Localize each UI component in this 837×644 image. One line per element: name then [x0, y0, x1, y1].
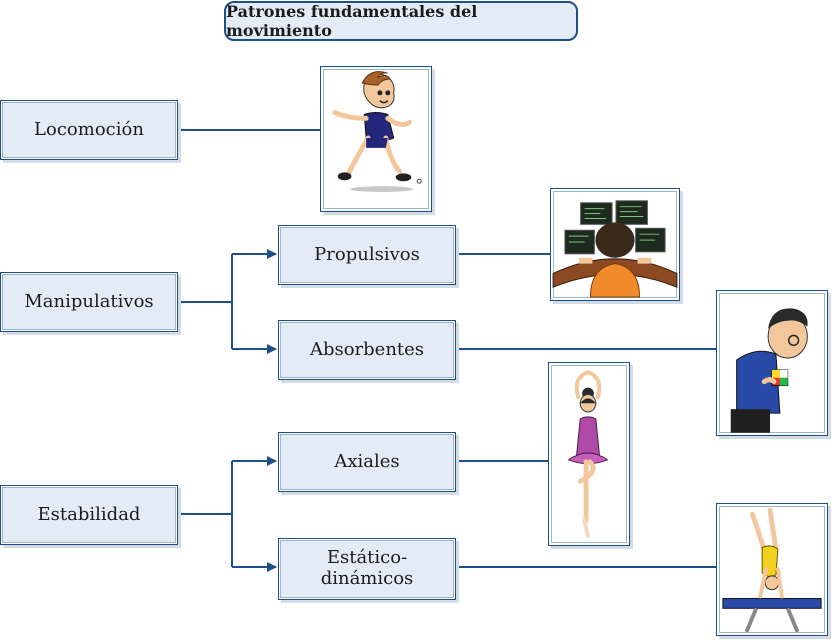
computer-user-illustration	[550, 188, 680, 301]
rubiks-cube-illustration	[716, 290, 828, 436]
subcategory-propulsivos: Propulsivos	[278, 225, 456, 285]
subcategory-axiales: Axiales	[278, 432, 456, 492]
subcategory-estatico-line1: Estático-	[326, 547, 408, 569]
subcategory-absorbentes: Absorbentes	[278, 320, 456, 380]
subcategory-estatico-dinamicos: Estático- dinámicos	[278, 538, 456, 600]
category-estabilidad: Estabilidad	[0, 485, 178, 545]
category-manipulativos: Manipulativos	[0, 272, 178, 332]
ballerina-illustration	[548, 362, 630, 546]
gymnast-illustration	[716, 503, 828, 636]
diagram-title: Patrones fundamentales del movimiento	[224, 1, 578, 41]
runner-illustration	[320, 66, 432, 212]
subcategory-estatico-line2: dinámicos	[320, 568, 414, 589]
category-locomocion: Locomoción	[0, 100, 178, 160]
